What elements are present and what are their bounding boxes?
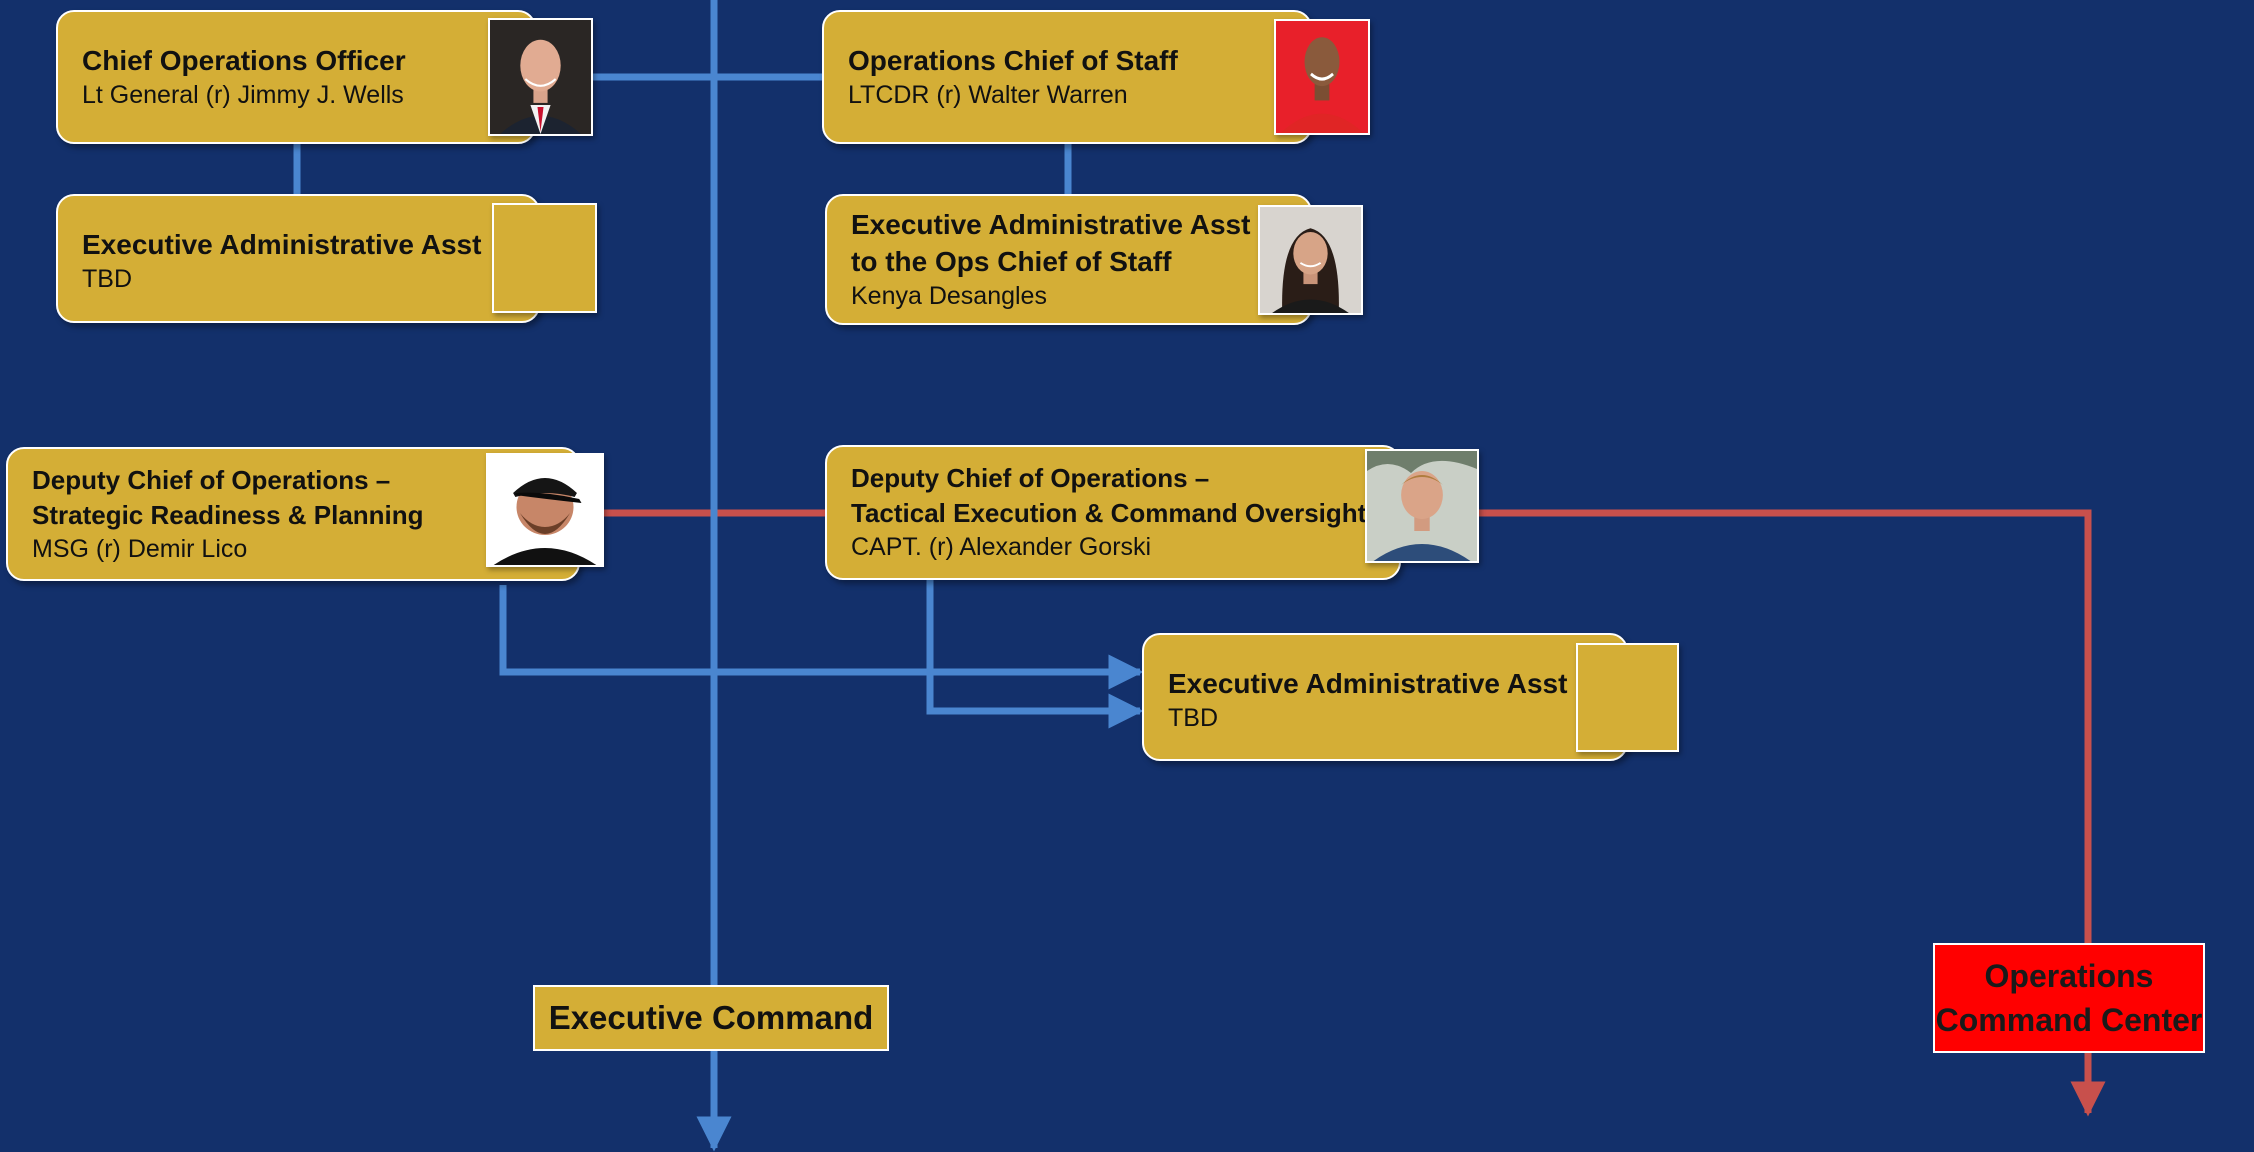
executive-command-box[interactable]: Executive Command [533,985,889,1051]
coo-name: Lt General (r) Jimmy J. Wells [82,81,404,109]
cos-admin-title-line2: to the Ops Chief of Staff [851,246,1172,277]
ops-chief-of-staff-photo [1274,19,1370,135]
deputy-admin-photo-placeholder [1576,643,1679,752]
coo-title: Chief Operations Officer [82,45,406,76]
coo-card[interactable]: Chief Operations Officer Lt General (r) … [56,10,536,144]
red-connector-to-ops-center [1475,509,2106,1117]
blue-connector-strategic-admin [499,585,1144,690]
deputy-admin-title: Executive Administrative Asst [1168,668,1568,699]
deputy-tactical-title-line1: Deputy Chief of Operations – [851,463,1210,493]
coo-admin-name: TBD [82,265,132,293]
executive-command-label: Executive Command [548,999,874,1036]
coo-admin-photo-placeholder [492,203,597,313]
operations-command-center-line2: Command Center [1935,1002,2203,1038]
cos-admin-title-line1: Executive Administrative Asst [851,209,1251,240]
deputy-tactical-title-line2: Tactical Execution & Command Oversight [851,498,1367,528]
operations-command-center-line1: Operations [1984,958,2154,994]
deputy-strategic-name: MSG (r) Demir Lico [32,535,248,563]
cos-admin-card[interactable]: Executive Administrative Asst to the Ops… [825,194,1312,325]
deputy-strategic-title-line2: Strategic Readiness & Planning [32,500,424,530]
ops-chief-of-staff-name: LTCDR (r) Walter Warren [848,81,1128,109]
operations-command-center-box[interactable]: Operations Command Center [1933,943,2205,1053]
cos-admin-photo [1258,205,1363,315]
deputy-strategic-photo [486,453,604,567]
cos-admin-name: Kenya Desangles [851,282,1047,310]
coo-photo [488,18,593,136]
deputy-admin-name: TBD [1168,704,1218,732]
coo-admin-title: Executive Administrative Asst [82,229,482,260]
deputy-tactical-name: CAPT. (r) Alexander Gorski [851,533,1152,561]
coo-admin-card[interactable]: Executive Administrative Asst TBD [56,194,540,323]
deputy-tactical-card[interactable]: Deputy Chief of Operations – Tactical Ex… [825,445,1401,580]
blue-connector-tactical-admin [926,580,1144,729]
deputy-strategic-card[interactable]: Deputy Chief of Operations – Strategic R… [6,447,580,581]
deputy-strategic-title-line1: Deputy Chief of Operations – [32,465,391,495]
deputy-tactical-photo [1365,449,1479,563]
deputy-admin-card[interactable]: Executive Administrative Asst TBD [1142,633,1628,761]
ops-chief-of-staff-card[interactable]: Operations Chief of Staff LTCDR (r) Walt… [822,10,1312,144]
ops-chief-of-staff-title: Operations Chief of Staff [848,45,1178,76]
